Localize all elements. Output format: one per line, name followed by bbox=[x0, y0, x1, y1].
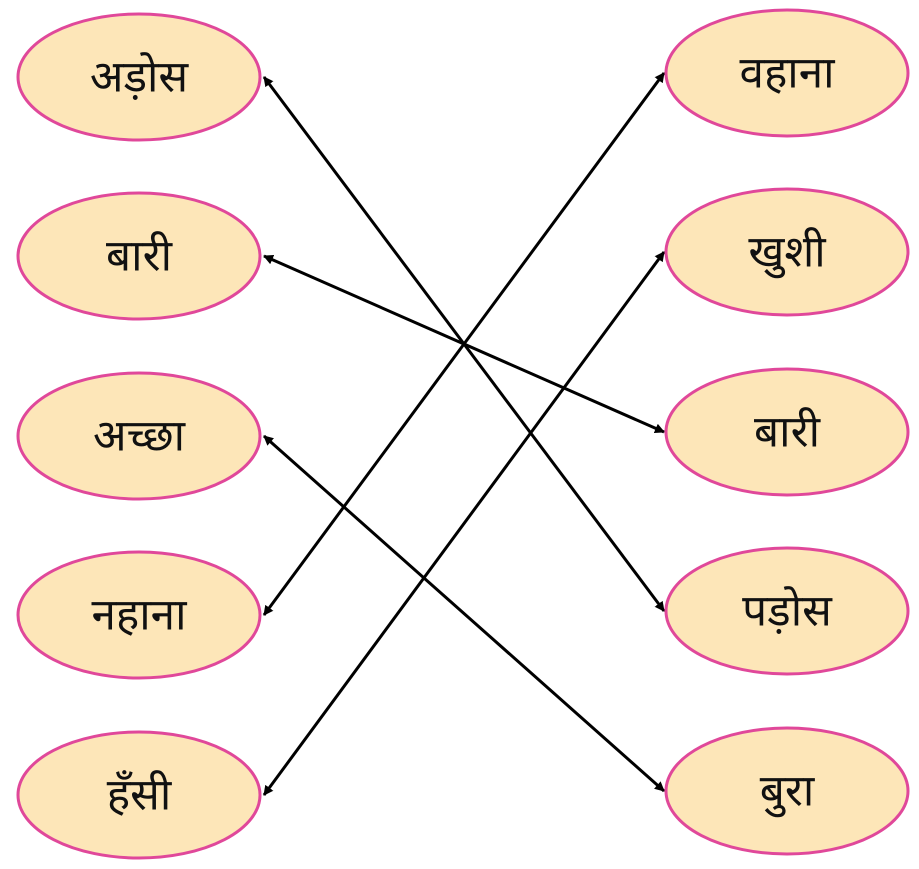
right-word-label: वहाना bbox=[739, 48, 836, 99]
right-word-node-5[interactable]: बुरा bbox=[664, 726, 910, 856]
right-word-label: खुशी bbox=[748, 227, 827, 279]
right-word-label: पड़ोस bbox=[742, 586, 833, 637]
right-word-node-1[interactable]: वहाना bbox=[664, 8, 910, 138]
right-word-node-4[interactable]: पड़ोस bbox=[664, 546, 910, 676]
left-word-node-1[interactable]: अड़ोस bbox=[16, 12, 262, 142]
right-word-node-3[interactable]: बारी bbox=[664, 367, 910, 497]
left-word-node-4[interactable]: नहाना bbox=[16, 550, 262, 680]
left-word-node-2[interactable]: बारी bbox=[16, 191, 262, 321]
connector-lines bbox=[262, 72, 666, 796]
right-node-ellipse bbox=[664, 8, 910, 138]
right-word-label: बारी bbox=[754, 407, 822, 458]
right-word-node-2[interactable]: खुशी bbox=[664, 187, 910, 317]
left-word-label: बारी bbox=[106, 231, 174, 282]
left-word-label: अच्छा bbox=[93, 411, 187, 462]
left-node-ellipse bbox=[16, 191, 262, 321]
right-word-label: बुरा bbox=[760, 766, 816, 818]
right-node-ellipse bbox=[664, 187, 910, 317]
left-word-label: नहाना bbox=[92, 590, 189, 641]
left-column: अड़ोस बारी अच्छा नहाना हँसी bbox=[16, 12, 262, 860]
left-node-ellipse bbox=[16, 730, 262, 860]
left-word-label: हँसी bbox=[107, 770, 173, 821]
left-node-ellipse bbox=[16, 12, 262, 142]
right-node-ellipse bbox=[664, 546, 910, 676]
connector-line-3 bbox=[263, 434, 665, 793]
left-word-label: अड़ोस bbox=[90, 52, 190, 103]
left-node-ellipse bbox=[16, 550, 262, 680]
right-node-ellipse bbox=[664, 367, 910, 497]
right-column: वहाना खुशी बारी पड़ोस बुरा bbox=[664, 8, 910, 856]
left-word-node-3[interactable]: अच्छा bbox=[16, 371, 262, 501]
left-node-ellipse bbox=[16, 371, 262, 501]
left-word-node-5[interactable]: हँसी bbox=[16, 730, 262, 860]
connector-line-5 bbox=[262, 251, 666, 796]
right-node-ellipse bbox=[664, 726, 910, 856]
connector-line-4 bbox=[262, 72, 666, 616]
